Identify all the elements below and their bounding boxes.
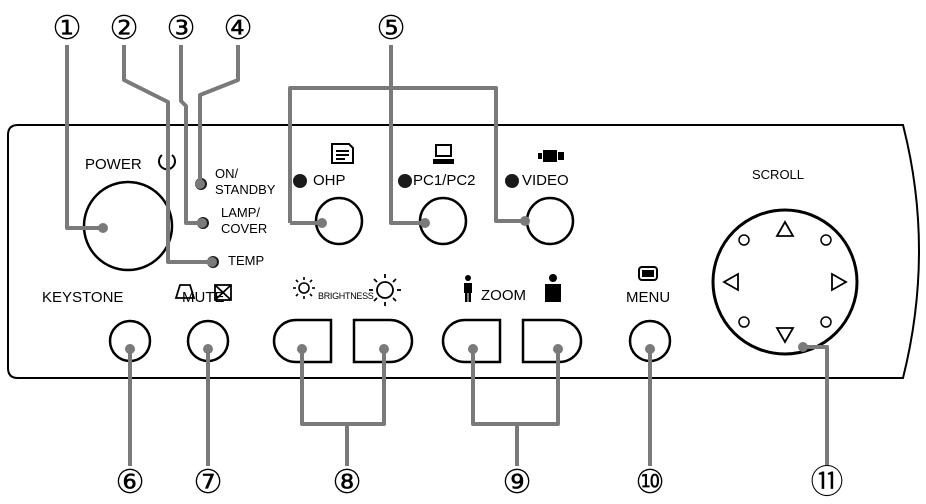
leader-8: [300, 349, 386, 466]
temp-label: TEMP: [228, 253, 265, 268]
panel-outline: [7, 124, 920, 379]
leader-dots: [98, 179, 808, 354]
keystone-icon: [174, 284, 196, 299]
zoom-label: ZOOM: [481, 287, 526, 304]
brightness-label: BRIGHTNESS: [318, 291, 374, 301]
callout-8: ⑧: [332, 462, 362, 501]
brightness-up-button: [352, 318, 414, 364]
ohp-label: OHP: [313, 172, 346, 189]
brightness-high-icon: [369, 274, 401, 306]
on-standby-label-2: STANDBY: [215, 182, 276, 197]
on-standby-label-1: ON/: [215, 166, 239, 181]
brightness-low-icon: [293, 277, 315, 299]
leader-2: [122, 45, 212, 264]
lamp-cover-label-2: COVER: [221, 221, 268, 236]
callout-1: ①: [52, 8, 82, 47]
menu-icon: [638, 266, 658, 281]
scroll-down-icon: [775, 327, 795, 344]
video-button: [525, 196, 575, 246]
zoom-out-button: [441, 318, 502, 364]
computer-icon: [433, 144, 454, 164]
leader-lines: [65, 45, 829, 466]
leader-5-pc: [389, 45, 425, 225]
leader-1: [65, 45, 103, 230]
mute-icon: [214, 284, 232, 301]
keystone-label: KEYSTONE: [42, 289, 124, 306]
scroll-corner-dot: [820, 234, 832, 246]
zoom-person-large-icon: [545, 274, 561, 302]
video-led: [505, 174, 519, 188]
leader-3: [179, 45, 202, 225]
leader-11: [803, 345, 829, 466]
scroll-left-icon: [722, 272, 739, 292]
scroll-corner-dot: [738, 234, 750, 246]
leader-4: [198, 45, 240, 184]
callout-11: ⑪: [810, 462, 844, 501]
callout-2: ②: [109, 8, 139, 47]
leader-5-frame: [288, 86, 525, 223]
lamp-cover-label-1: LAMP/: [221, 205, 261, 220]
callout-4: ④: [223, 8, 253, 47]
zoom-person-small-icon: [464, 275, 472, 302]
pc-led: [398, 174, 412, 188]
callout-9: ⑨: [502, 462, 532, 501]
scroll-right-icon: [831, 272, 848, 292]
callout-6: ⑥: [115, 462, 145, 501]
scroll-up-icon: [775, 220, 795, 237]
menu-label: MENU: [626, 289, 671, 306]
ohp-led: [293, 174, 307, 188]
callout-5: ⑤: [376, 8, 406, 47]
video-camera-icon: [538, 150, 564, 162]
scroll-corner-dot: [738, 316, 750, 328]
brightness-down-button: [272, 318, 333, 364]
power-label: POWER: [85, 156, 142, 173]
leader-9: [471, 349, 560, 466]
callout-3: ③: [166, 8, 196, 47]
callout-7: ⑦: [193, 462, 223, 501]
scroll-label: SCROLL: [752, 167, 805, 182]
video-label: VIDEO: [522, 172, 569, 189]
ohp-icon: [331, 143, 354, 164]
scroll-corner-dot: [820, 316, 832, 328]
pc-label: PC1/PC2: [413, 172, 476, 189]
callout-10: ⑩: [635, 462, 665, 501]
scroll-pad: [711, 208, 859, 356]
mute-label: MUTE: [182, 289, 225, 306]
zoom-in-button: [521, 318, 583, 364]
